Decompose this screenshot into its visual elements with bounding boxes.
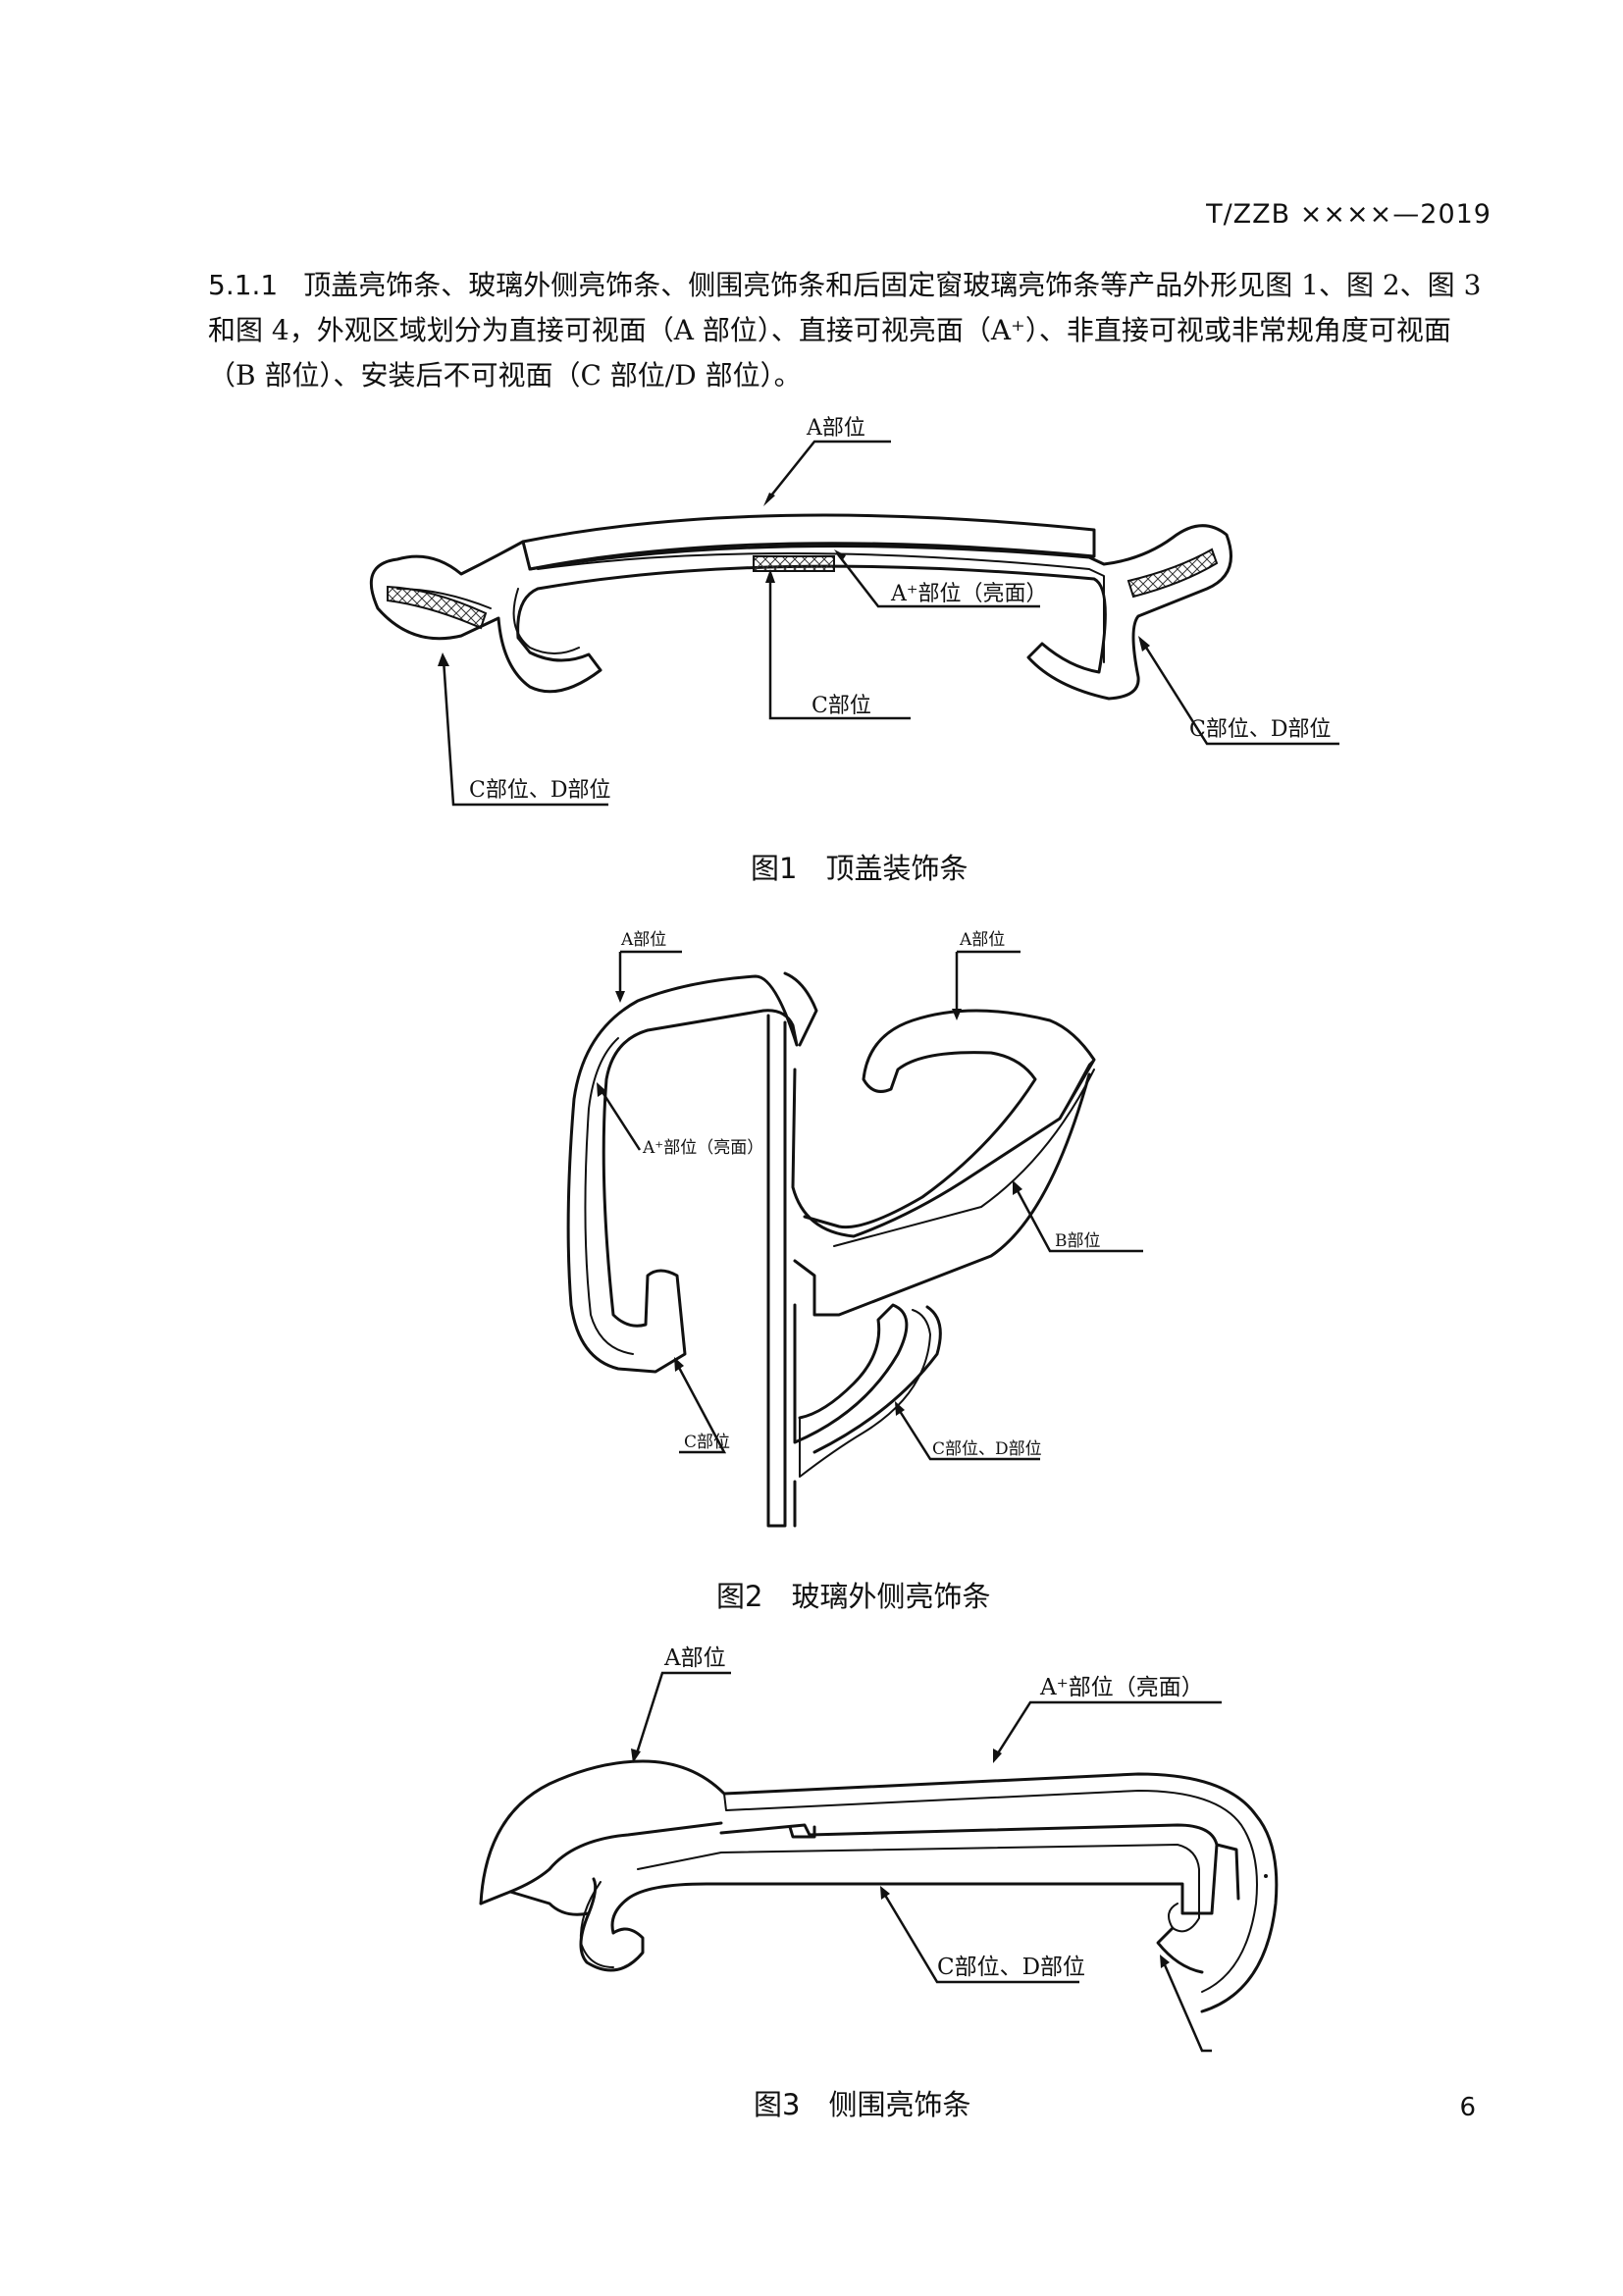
page-number: 6 <box>1459 2093 1476 2122</box>
figure-2-caption: 图2 玻璃外侧亮饰条 <box>716 1580 991 1613</box>
section-number: 5.1.1 <box>208 269 279 301</box>
fig2-label-a-plus: A⁺部位（亮面） <box>642 1138 763 1158</box>
figure-1-caption: 图1 顶盖装饰条 <box>751 852 969 885</box>
fig3-label-a: A部位 <box>663 1645 726 1671</box>
fig2-label-c: C部位 <box>684 1433 730 1452</box>
fig3-label-a-plus: A⁺部位（亮面） <box>1039 1675 1204 1700</box>
fig1-label-cd-right: C部位、D部位 <box>1189 717 1331 742</box>
section-text: 顶盖亮饰条、玻璃外侧亮饰条、侧围亮饰条和后固定窗玻璃亮饰条等产品外形见图 1、图… <box>208 269 1482 391</box>
fig2-label-a-left: A部位 <box>620 930 666 950</box>
fig1-label-a: A部位 <box>806 416 865 441</box>
fig1-label-a-plus: A⁺部位（亮面） <box>890 582 1048 606</box>
fig1-label-cd-left: C部位、D部位 <box>469 778 610 803</box>
fig2-label-a-right: A部位 <box>959 930 1005 950</box>
fig2-label-cd: C部位、D部位 <box>932 1439 1042 1459</box>
document-code: T/ZZB ××××—2019 <box>1206 199 1492 230</box>
fig3-label-cd: C部位、D部位 <box>937 1955 1085 1980</box>
fig1-label-c: C部位 <box>812 694 871 718</box>
fig2-label-b: B部位 <box>1055 1231 1101 1251</box>
figure-3-caption: 图3 侧围亮饰条 <box>754 2088 971 2121</box>
